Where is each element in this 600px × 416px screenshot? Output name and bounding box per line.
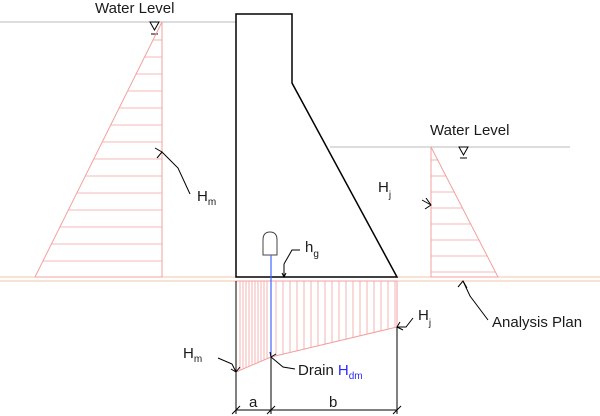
hj-uplift-label: Hj (418, 307, 431, 329)
hm-uplift-label: Hm (183, 345, 202, 365)
downstream-water-level-marker (458, 146, 469, 157)
gallery-shape (262, 231, 278, 256)
hj-downstream-label: Hj (378, 179, 391, 201)
upstream-pressure-hatch (42, 39, 162, 262)
hg-label: hg (305, 239, 319, 260)
upstream-pressure-triangle (34, 21, 163, 278)
leader-lines (154, 147, 489, 373)
hm-upstream-label: Hm (197, 188, 216, 208)
dimension-b-label: b (329, 394, 337, 411)
upstream-water-level-marker (149, 21, 160, 32)
dimension-a-label: a (249, 394, 258, 411)
downstream-water-level-label: Water Level (430, 122, 509, 139)
upstream-water-level-label: Water Level (95, 0, 174, 17)
downstream-pressure-triangle (430, 146, 499, 278)
analysis-plan-label: Analysis Plan (492, 314, 582, 331)
dimension-line (231, 281, 402, 415)
hdm-label: H (338, 362, 349, 379)
uplift-pressure-hatch (239, 281, 396, 371)
dam-body (235, 13, 399, 278)
downstream-pressure-hatch (431, 159, 496, 273)
uplift-pressure-outline (235, 280, 398, 373)
